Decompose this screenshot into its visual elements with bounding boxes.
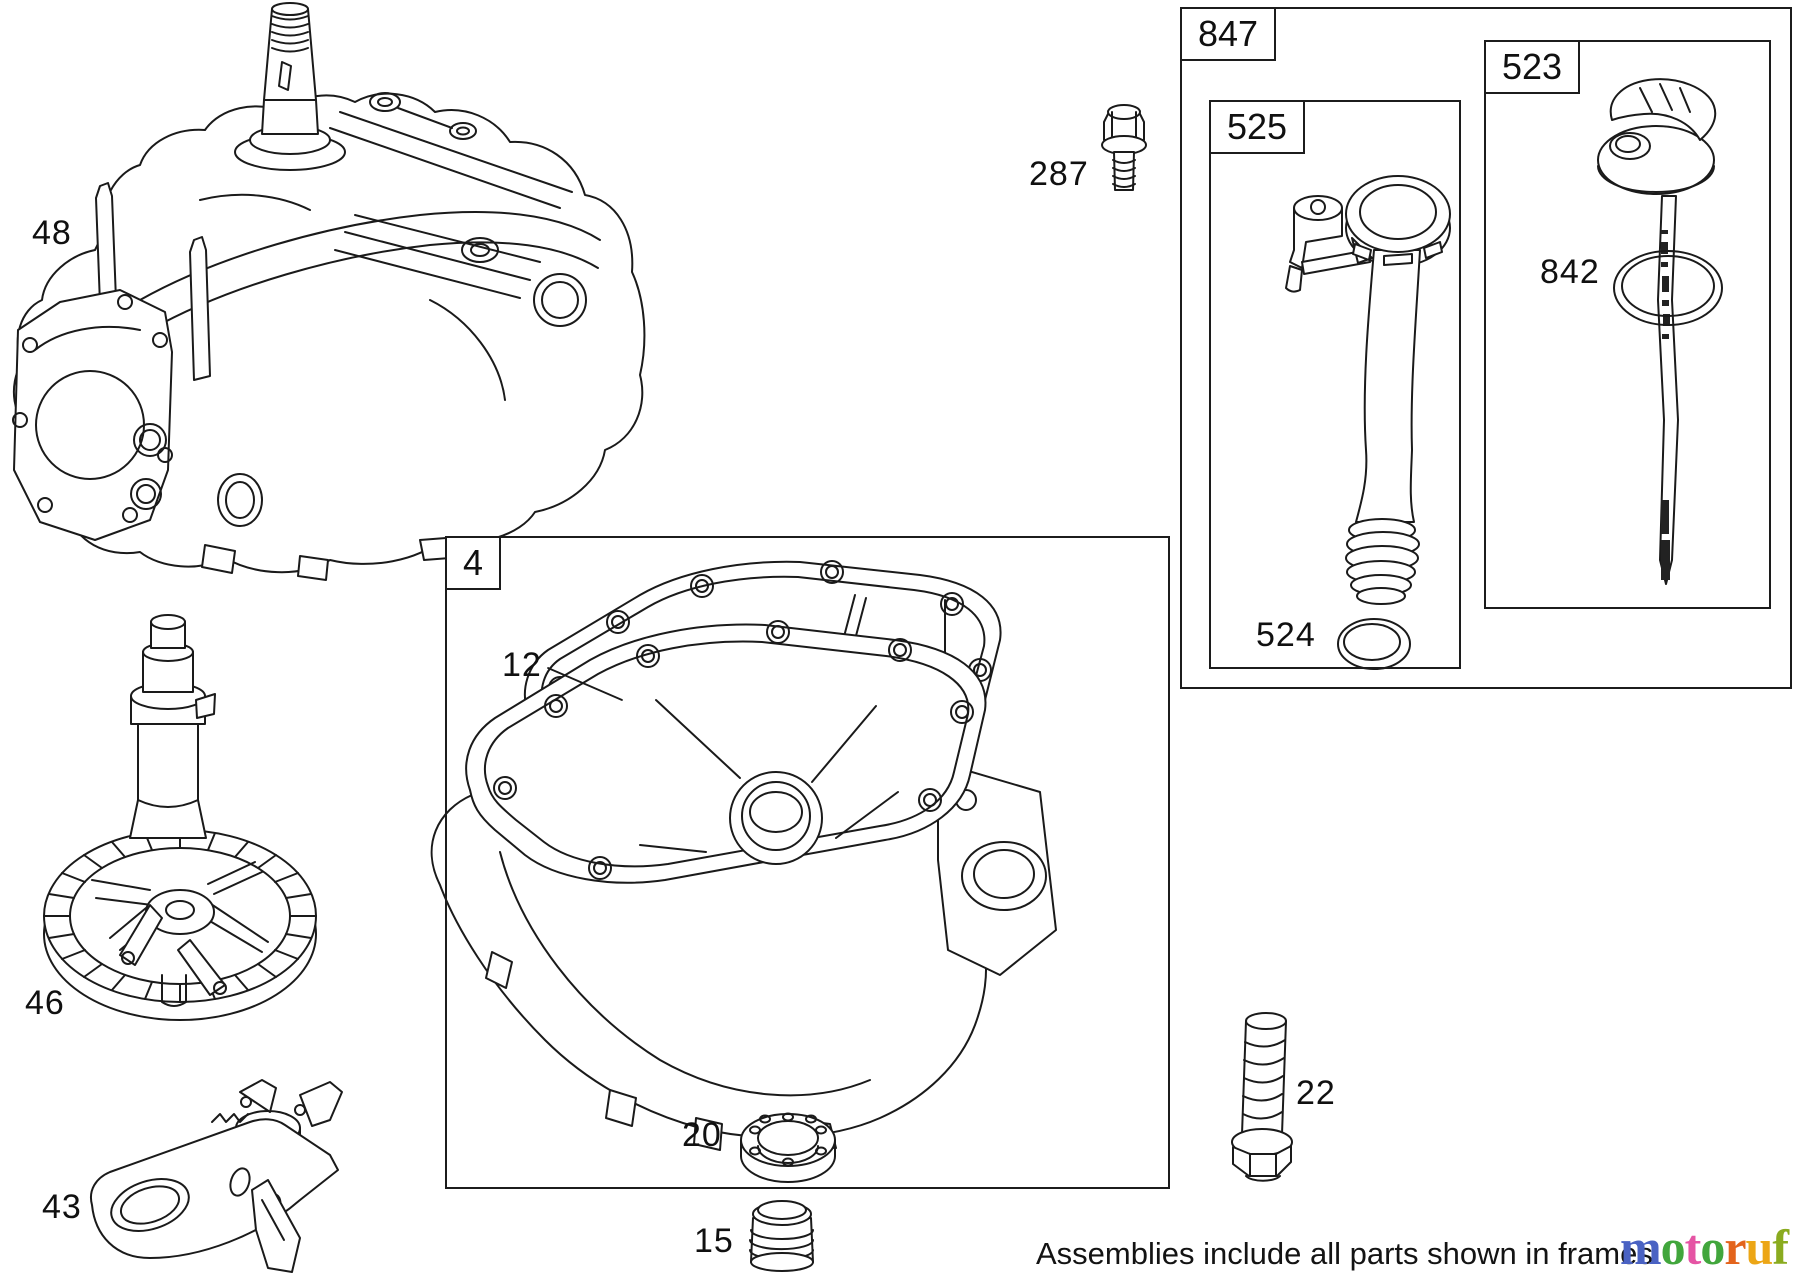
part-label-43: 43 [42,1188,82,1226]
frame-523-label: 523 [1484,40,1581,94]
part-label-48: 48 [32,214,72,252]
brand-logo: motoruf’.de [1620,1222,1800,1279]
logo-letter: r [1724,1219,1746,1275]
bolt-22-drawing [1231,1012,1293,1182]
frame-847: 847 [1180,7,1792,689]
seal-20-drawing [740,1112,836,1183]
part-label-12: 12 [502,646,542,684]
governor-drawing [90,1079,343,1273]
part-label-22: 22 [1296,1074,1336,1112]
part-label-46: 46 [25,984,65,1022]
logo-letter: o [1700,1219,1725,1275]
plug-15-drawing [749,1200,814,1272]
camshaft-drawing [43,614,317,1021]
part-label-20: 20 [682,1116,722,1154]
frame-4: 4 [445,536,1170,1189]
frame-4-label: 4 [445,536,502,590]
bolt-287-drawing [1101,104,1147,191]
sump-gasket-drawing [430,560,1057,1151]
leader-line-12 [547,667,623,701]
logo-trademark-tick: ’ [1621,1276,1629,1279]
footer-note: Assemblies include all parts shown in fr… [1036,1236,1653,1271]
logo-letter: m [1620,1219,1662,1275]
oil-fill-tube-drawing [1285,175,1451,605]
part-label-524: 524 [1256,616,1316,654]
dipstick-markings [1661,230,1670,580]
frame-523: 523 [1484,40,1771,609]
frame-525: 525 [1209,100,1461,669]
logo-letter: u [1745,1219,1774,1275]
logo-letter: f [1772,1219,1789,1275]
logo-letter: o [1660,1219,1686,1275]
o-ring-524-drawing [1337,618,1411,670]
frame-847-label: 847 [1180,7,1277,61]
part-label-15: 15 [694,1222,734,1260]
part-label-842: 842 [1540,253,1600,291]
frame-525-label: 525 [1209,100,1306,154]
dipstick-drawing [1597,78,1723,585]
crankcase-drawing [12,2,646,581]
logo-letter: t [1684,1219,1702,1275]
part-label-287: 287 [1029,155,1089,193]
